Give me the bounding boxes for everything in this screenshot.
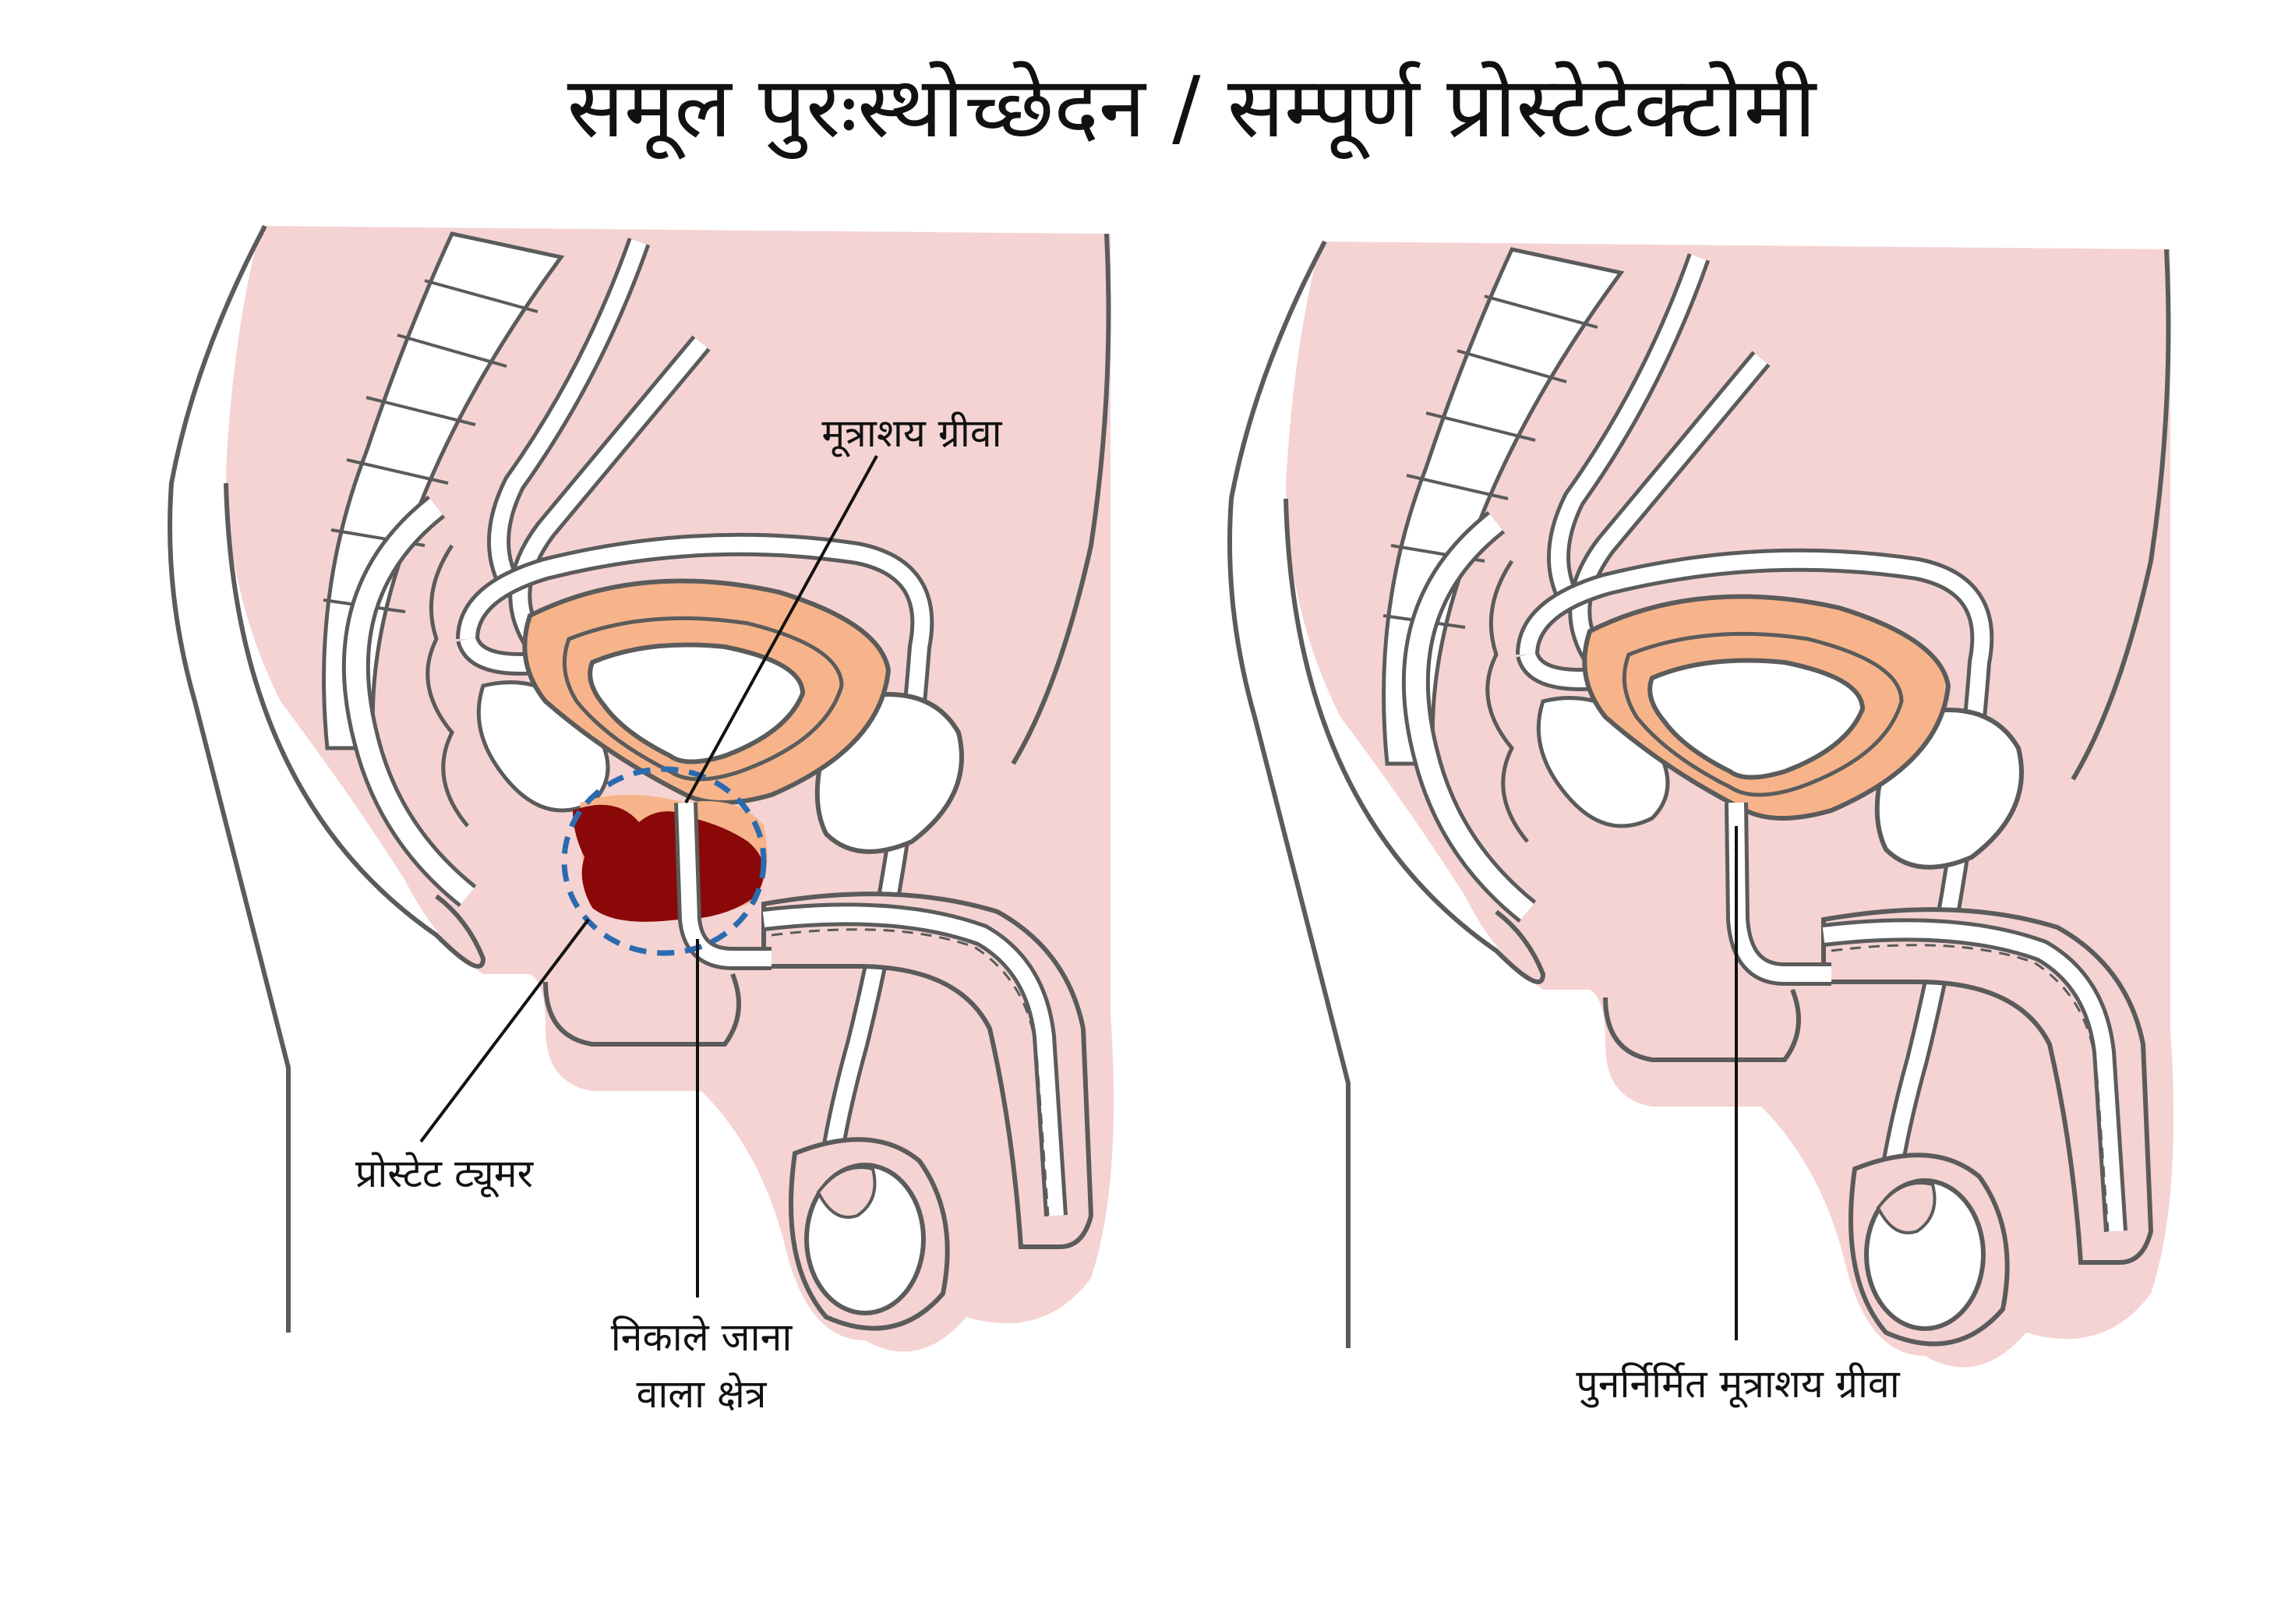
page-title: समूल पुरःस्थोच्छेदन / सम्पूर्ण प्रोस्टेट… xyxy=(567,59,1817,157)
label-prostate-tumor: प्रोस्टेट ट्यूमर xyxy=(355,1151,534,1196)
removal-area-circle xyxy=(561,766,767,956)
bladder-lumen xyxy=(588,642,806,764)
leader-prostate-tumor xyxy=(419,918,590,1143)
leader-bladder-neck xyxy=(684,455,878,803)
pre-surgery-anatomy xyxy=(170,226,1114,1352)
prostate-tumor xyxy=(573,804,764,922)
label-reconstructed-bladder-neck: पुनर्निर्मित मूत्राशय ग्रीवा xyxy=(1576,1361,1900,1407)
label-bladder-neck: मूत्राशय ग्रीवा xyxy=(821,411,1002,456)
post-surgery-anatomy xyxy=(1230,242,2173,1368)
label-removal-area: निकाले जाना वाला क्षेत्र xyxy=(610,1315,793,1417)
